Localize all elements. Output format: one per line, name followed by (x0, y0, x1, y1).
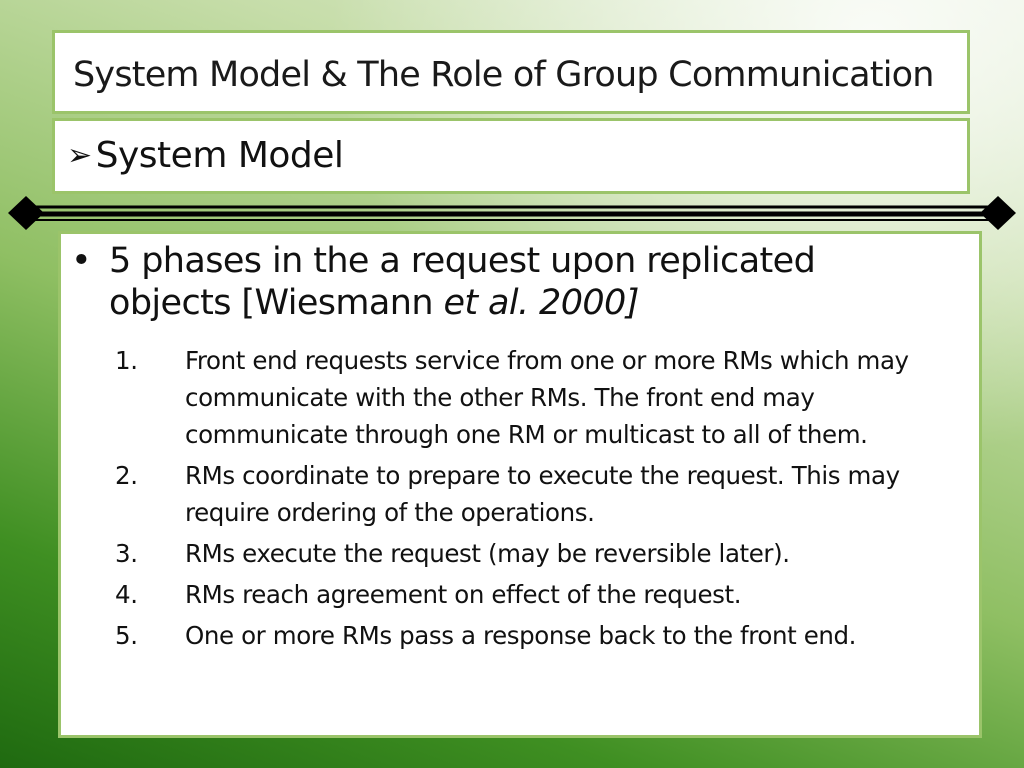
list-item-text: RMs coordinate to prepare to execute the… (185, 461, 900, 527)
diamond-left-icon (8, 196, 44, 230)
bullet-dot-icon: • (71, 241, 92, 281)
subtitle-box: ➢System Model (52, 118, 970, 194)
title-box: System Model & The Role of Group Communi… (52, 30, 970, 114)
list-item-number: 3. (115, 539, 138, 568)
slide-subtitle: System Model (95, 135, 344, 176)
list-item: 4. RMs reach agreement on effect of the r… (115, 576, 975, 613)
content-box: • 5 phases in the a request upon replica… (58, 231, 982, 738)
main-bullet-text: 5 phases in the a request upon replicate… (109, 240, 931, 324)
list-item: 5. One or more RMs pass a response back t… (115, 617, 975, 654)
diamond-right-icon (980, 196, 1016, 230)
divider-line (8, 196, 1016, 230)
list-item-text: One or more RMs pass a response back to … (185, 621, 857, 650)
list-item-text: RMs reach agreement on effect of the req… (185, 580, 742, 609)
main-bullet: • 5 phases in the a request upon replica… (71, 240, 931, 324)
list-item-text: Front end requests service from one or m… (185, 346, 909, 449)
main-bullet-italic: et al. 2000] (443, 283, 639, 323)
list-item-text: RMs execute the request (may be reversib… (185, 539, 790, 568)
list-item-number: 5. (115, 621, 138, 650)
main-bullet-plain: 5 phases in the a request upon replicate… (109, 241, 816, 323)
slide-title: System Model & The Role of Group Communi… (73, 55, 934, 95)
list-item: 3. RMs execute the request (may be revers… (115, 535, 975, 572)
list-item-number: 1. (115, 346, 138, 375)
list-item-number: 4. (115, 580, 138, 609)
list-item: 2. RMs coordinate to prepare to execute t… (115, 457, 975, 531)
list-item-number: 2. (115, 461, 138, 490)
list-item: 1. Front end requests service from one or… (115, 342, 975, 453)
arrow-bullet-icon: ➢ (67, 138, 92, 173)
phase-list: 1. Front end requests service from one or… (115, 342, 975, 658)
slide-subtitle-line: ➢System Model (67, 135, 344, 176)
